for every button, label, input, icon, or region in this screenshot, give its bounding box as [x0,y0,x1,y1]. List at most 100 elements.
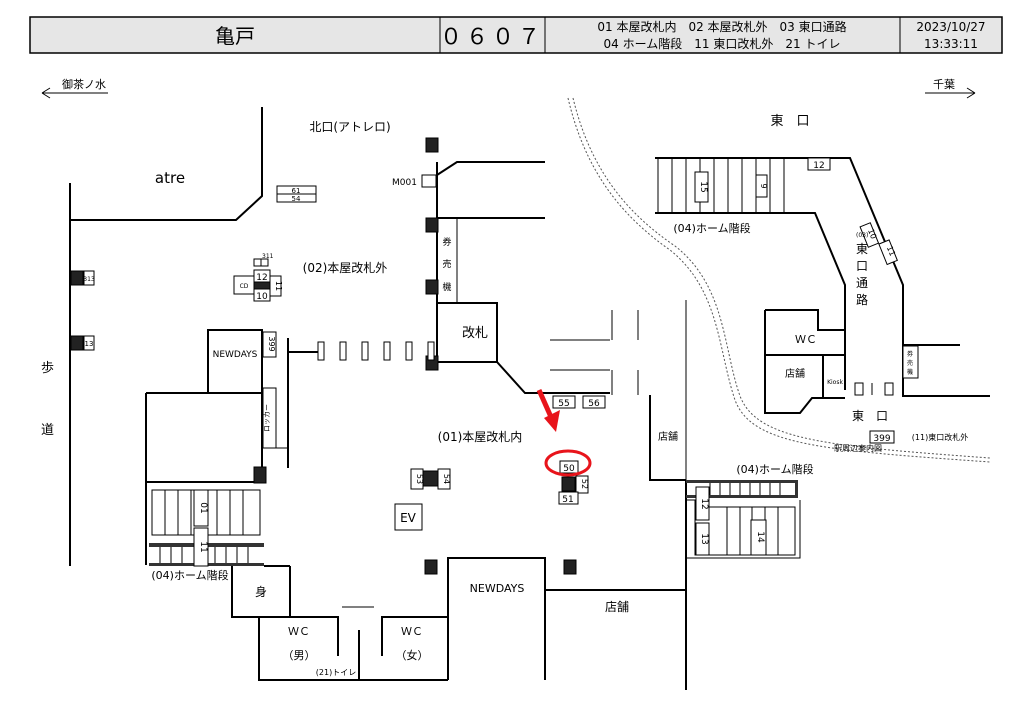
location-12-lower[interactable]: 12 [699,498,709,509]
arrow-left-icon [41,87,108,99]
svg-text:311: 311 [262,253,274,260]
toilet-walls [258,616,448,681]
sidewalk-label-2: 道 [41,423,54,438]
legend-line-1: 01 本屋改札内 02 本屋改札外 03 東口通路 [597,19,846,34]
locker-label: ロッカー [263,404,271,432]
elevator [394,503,423,531]
railway-line [567,97,991,463]
location-50-cluster[interactable]: 50 52 51 [558,460,589,505]
wc-men-label: ＷＣ [288,625,310,638]
highlight-circle [544,449,592,477]
location-01[interactable]: 01 [198,502,208,513]
direction-right: 千葉 [925,77,976,99]
east-passage-label: 東 [856,242,868,256]
platform-stairs-left-label: (04)ホーム階段 [151,568,228,582]
east-passage-code: (03) [856,232,868,239]
date: 2023/10/27 [916,20,985,34]
svg-text:11: 11 [885,245,897,258]
svg-text:11: 11 [274,281,283,291]
platform-stairs-top-label: (04)ホーム階段 [673,221,750,235]
m001-box[interactable] [421,174,437,188]
location-11[interactable]: 11 [198,541,208,552]
location-56[interactable]: 56 [588,399,600,409]
location-55[interactable]: 55 [558,399,569,409]
east-exit-label: 東 口 [852,409,888,423]
atre-label: atre [155,169,185,187]
location-51[interactable]: 51 [562,495,573,505]
location-13-lower[interactable]: 13 [699,533,709,544]
elevator-label: EV [400,511,417,525]
direction-right-label: 千葉 [933,77,955,91]
svg-text:券: 券 [907,350,913,358]
concourse-walls [550,300,687,480]
east-passage-label: 口 [856,259,868,273]
toilet-label: (21)トイレ [316,668,356,677]
location-313[interactable]: 313 [83,276,95,283]
newdays-center-label: NEWDAYS [470,582,525,595]
svg-text:機: 機 [907,368,913,376]
svg-text:54: 54 [292,195,301,203]
location-13[interactable]: 13 [85,340,94,348]
svg-text:10: 10 [256,292,268,302]
shop-east-label: 店舗 [785,367,805,380]
east-passage-label: 路 [856,292,868,307]
gate-row [287,338,435,468]
location-399-east[interactable]: 399 [873,434,890,444]
location-50[interactable]: 50 [563,464,575,474]
location-61-54[interactable]: 61 54 [276,185,317,203]
newdays-left-label: NEWDAYS [213,350,258,360]
location-52[interactable]: 52 [580,479,589,489]
svg-text:61: 61 [292,187,301,195]
east-outside-label: (11)東口改札外 [912,432,968,442]
location-12[interactable]: 12 [813,161,824,171]
svg-text:売: 売 [907,359,913,367]
wc-women-sub: （女） [396,648,429,662]
ticket-gate-box [437,302,610,394]
north-exit-label: 北口(アトレロ) [309,120,390,134]
svg-text:53: 53 [415,474,424,484]
ticket-machine-label: 売 [442,258,451,270]
header-bar: 亀戸 ０６０７ 01 本屋改札内 02 本屋改札外 03 東口通路 04 ホーム… [29,16,1003,54]
m001-label: M001 [392,178,417,188]
shop-mid [649,395,686,481]
shop-mid-label: 店舗 [658,430,678,443]
honya-outside-label: (02)本屋改札外 [303,261,388,275]
kiosk-label: Kiosk [827,379,843,386]
svg-text:CD: CD [240,283,249,290]
camera-marker [70,335,84,351]
wc-men-sub: （男） [283,649,316,662]
newdays-left [207,329,263,394]
platform-stairs-left: 01 11 [149,489,264,567]
sidewalk-label-1: 歩 [41,361,54,376]
location-14[interactable]: 14 [755,531,765,543]
camera-marker [70,270,84,286]
atre-wall [70,107,263,221]
svg-text:10: 10 [866,227,878,240]
east-passage-label: 通 [856,276,868,290]
location-10-11[interactable]: 10 11 [859,218,899,269]
east-building [764,309,845,414]
direction-left-label: 御茶ノ水 [62,77,106,91]
legend-line-2: 04 ホーム階段 11 東口改札外 21 トイレ [604,36,841,51]
atm-cluster[interactable]: 311 CD 12 10 11 [233,253,283,302]
wc-women-label: ＷＣ [401,625,423,638]
east-exit-top-label: 東 口 [770,113,809,129]
newdays-center [447,557,546,680]
ticket-gate-label: 改札 [462,326,488,341]
platform-stairs-right: 12 13 14 [686,480,801,559]
disabled-toilet-label: 身 [255,584,267,599]
svg-text:54: 54 [442,474,451,484]
honya-inside-label: (01)本屋改札内 [438,430,523,444]
station-map-label: 駅周辺案内図 [834,443,882,453]
highlight-arrow-icon [536,388,560,432]
shop-bottom-label: 店舗 [605,600,629,614]
station-name: 亀戸 [215,24,255,48]
ticket-machine-label: 機 [442,281,451,293]
location-53-54[interactable]: 53 54 [410,468,451,490]
time: 13:33:11 [924,37,978,51]
location-399[interactable]: 399 [267,336,276,351]
location-9[interactable]: 9 [759,183,768,188]
wc-east-label: ＷＣ [795,333,817,346]
location-15[interactable]: 15 [698,181,708,192]
